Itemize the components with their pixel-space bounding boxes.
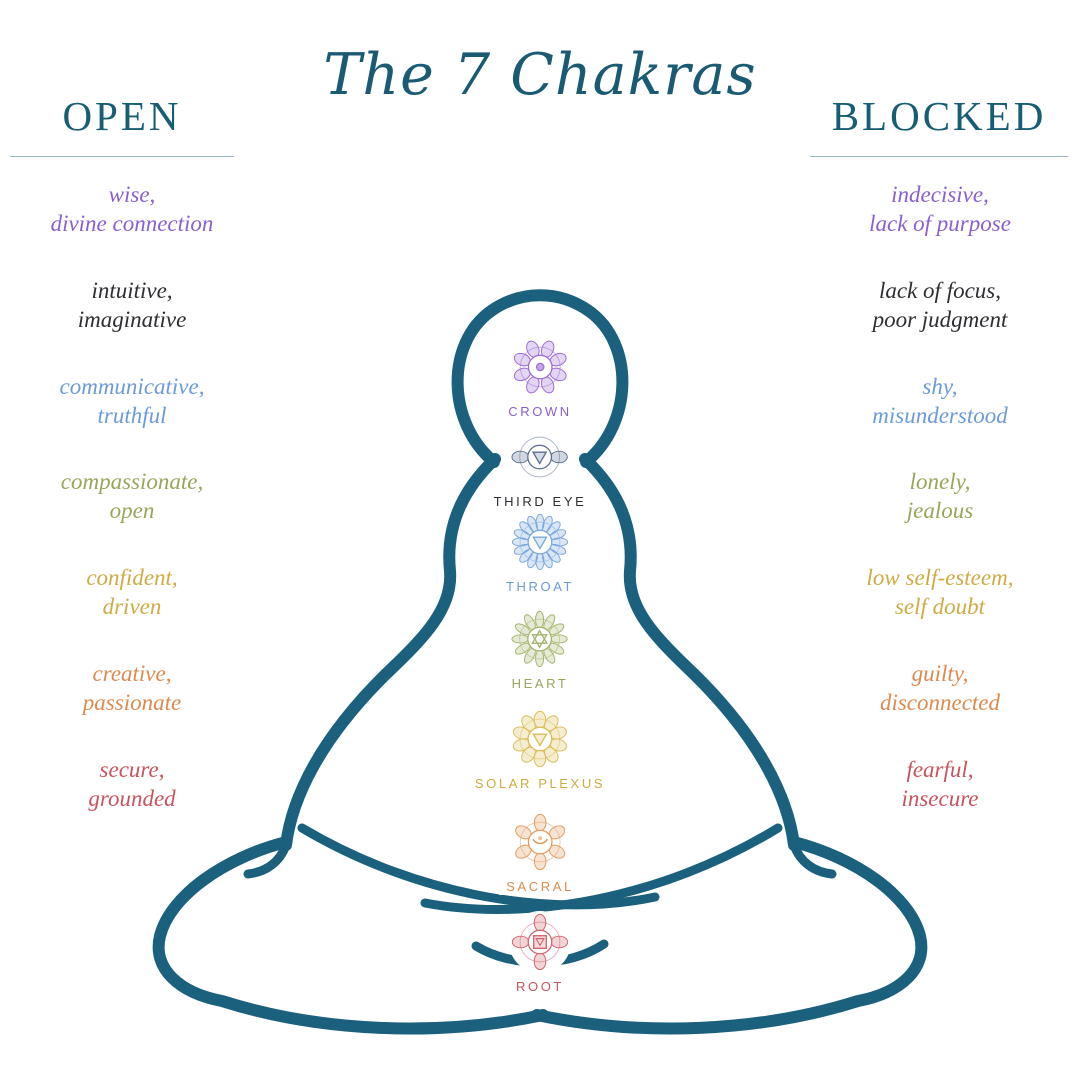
blocked-trait-line: jealous <box>906 498 974 523</box>
blocked-trait-crown: indecisive, lack of purpose <box>818 180 1062 238</box>
chakra-sacral: SACRAL <box>499 811 581 895</box>
open-trait-line: passionate <box>82 690 182 715</box>
open-trait-line: open <box>109 498 155 523</box>
open-trait-solar-plexus: confident, driven <box>12 563 252 621</box>
blocked-trait-throat: shy, misunderstood <box>818 372 1062 430</box>
blocked-trait-line: lack of focus, <box>879 278 1001 303</box>
throat-chakra-icon <box>508 511 571 573</box>
open-trait-line: imaginative <box>77 307 187 332</box>
chakra-third-eye: THIRD EYE <box>486 426 594 510</box>
blocked-trait-line: self doubt <box>894 594 986 619</box>
open-trait-heart: compassionate, open <box>12 467 252 525</box>
open-trait-sacral: creative, passionate <box>12 659 252 717</box>
chakra-throat: THROAT <box>498 511 582 595</box>
chakra-root: ROOT <box>509 911 571 995</box>
blocked-trait-third-eye: lack of focus, poor judgment <box>818 276 1062 334</box>
blocked-traits-list: indecisive, lack of purpose lack of focus,… <box>818 0 1062 1080</box>
open-trait-line: secure, <box>99 757 165 782</box>
open-trait-line: creative, <box>92 661 172 686</box>
open-trait-throat: communicative, truthful <box>12 372 252 430</box>
crown-chakra-icon <box>508 336 571 398</box>
blocked-trait-line: fearful, <box>906 757 974 782</box>
blocked-trait-line: low self-esteem, <box>866 565 1014 590</box>
blocked-trait-root: fearful, insecure <box>818 755 1062 813</box>
open-column-heading: OPEN <box>10 92 234 157</box>
open-trait-line: truthful <box>97 403 167 428</box>
open-trait-line: grounded <box>88 786 176 811</box>
third-eye-chakra-icon <box>509 426 571 488</box>
blocked-trait-line: lonely, <box>909 469 971 494</box>
blocked-trait-line: poor judgment <box>872 307 1008 332</box>
open-trait-line: divine connection <box>50 211 214 236</box>
third-eye-chakra-label: THIRD EYE <box>486 493 594 510</box>
root-chakra-label: ROOT <box>509 978 571 995</box>
throat-chakra-label: THROAT <box>498 578 582 595</box>
open-trait-line: intuitive, <box>91 278 173 303</box>
blocked-trait-line: insecure <box>901 786 979 811</box>
chakra-crown: CROWN <box>501 336 579 420</box>
open-trait-line: wise, <box>108 182 156 207</box>
sacral-chakra-label: SACRAL <box>499 878 581 895</box>
crown-chakra-label: CROWN <box>501 403 579 420</box>
blocked-column-heading: BLOCKED <box>810 92 1068 157</box>
heart-chakra-icon <box>508 608 571 670</box>
blocked-trait-line: shy, <box>922 374 958 399</box>
solar-plexus-chakra-label: SOLAR PLEXUS <box>467 775 613 792</box>
blocked-trait-sacral: guilty, disconnected <box>818 659 1062 717</box>
chakra-heart: HEART <box>504 608 576 692</box>
blocked-trait-line: disconnected <box>879 690 1001 715</box>
open-trait-line: compassionate, <box>60 469 204 494</box>
open-trait-root: secure, grounded <box>12 755 252 813</box>
blocked-trait-heart: lonely, jealous <box>818 467 1062 525</box>
blocked-trait-line: guilty, <box>911 661 969 686</box>
blocked-trait-line: indecisive, <box>891 182 989 207</box>
open-trait-line: communicative, <box>59 374 205 399</box>
root-chakra-icon <box>509 911 571 973</box>
solar-plexus-chakra-icon <box>509 708 571 770</box>
sacral-chakra-icon <box>509 811 571 873</box>
open-trait-crown: wise, divine connection <box>12 180 252 238</box>
page-title: The 7 Chakras <box>323 42 757 108</box>
open-traits-list: wise, divine connection intuitive, imaginat… <box>12 0 252 1080</box>
blocked-trait-solar-plexus: low self-esteem, self doubt <box>818 563 1062 621</box>
open-trait-third-eye: intuitive, imaginative <box>12 276 252 334</box>
chakra-solar-plexus: SOLAR PLEXUS <box>467 708 613 792</box>
heart-chakra-label: HEART <box>504 675 576 692</box>
open-trait-line: confident, <box>86 565 178 590</box>
blocked-trait-line: lack of purpose <box>869 211 1011 236</box>
open-trait-line: driven <box>102 594 162 619</box>
blocked-trait-line: misunderstood <box>872 403 1008 428</box>
